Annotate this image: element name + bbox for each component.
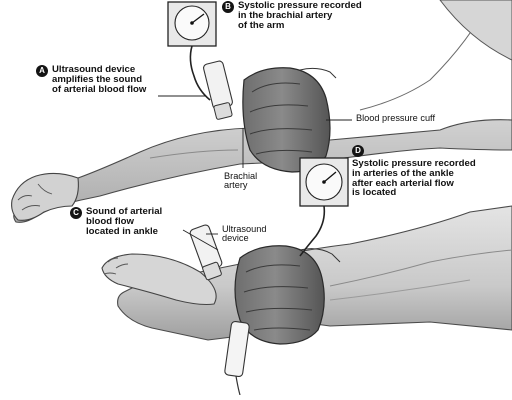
callout-b-badge: B: [222, 1, 234, 13]
callout-d-text: Systolic pressure recorded in arteries o…: [352, 159, 476, 198]
arm-cuff: [243, 68, 336, 172]
gauge-d: [300, 158, 348, 256]
callout-b-text: Systolic pressure recorded in the brachi…: [238, 1, 362, 30]
callout-a-line-3: of arterial blood flow: [52, 85, 146, 95]
callout-b-line-3: of the arm: [238, 21, 362, 31]
arm-ultrasound-probe: [203, 60, 234, 119]
callout-d-line-4: is located: [352, 188, 476, 198]
ultrasound-device-label: Ultrasound device: [222, 225, 266, 244]
callout-c-text: Sound of arterial blood flow located in …: [86, 207, 162, 236]
callout-c-line-3: located in ankle: [86, 227, 162, 237]
brachial-line-2: artery: [224, 181, 257, 190]
ultrasound-line-2: device: [222, 234, 266, 243]
brachial-artery-label: Brachial artery: [224, 172, 257, 191]
callout-a-text: Ultrasound device amplifies the sound of…: [52, 65, 146, 94]
callout-d-badge: D: [352, 145, 364, 157]
callout-c-badge: C: [70, 207, 82, 219]
hand: [12, 173, 79, 220]
cuff-label: Blood pressure cuff: [356, 114, 435, 123]
callout-a-badge: A: [36, 65, 48, 77]
